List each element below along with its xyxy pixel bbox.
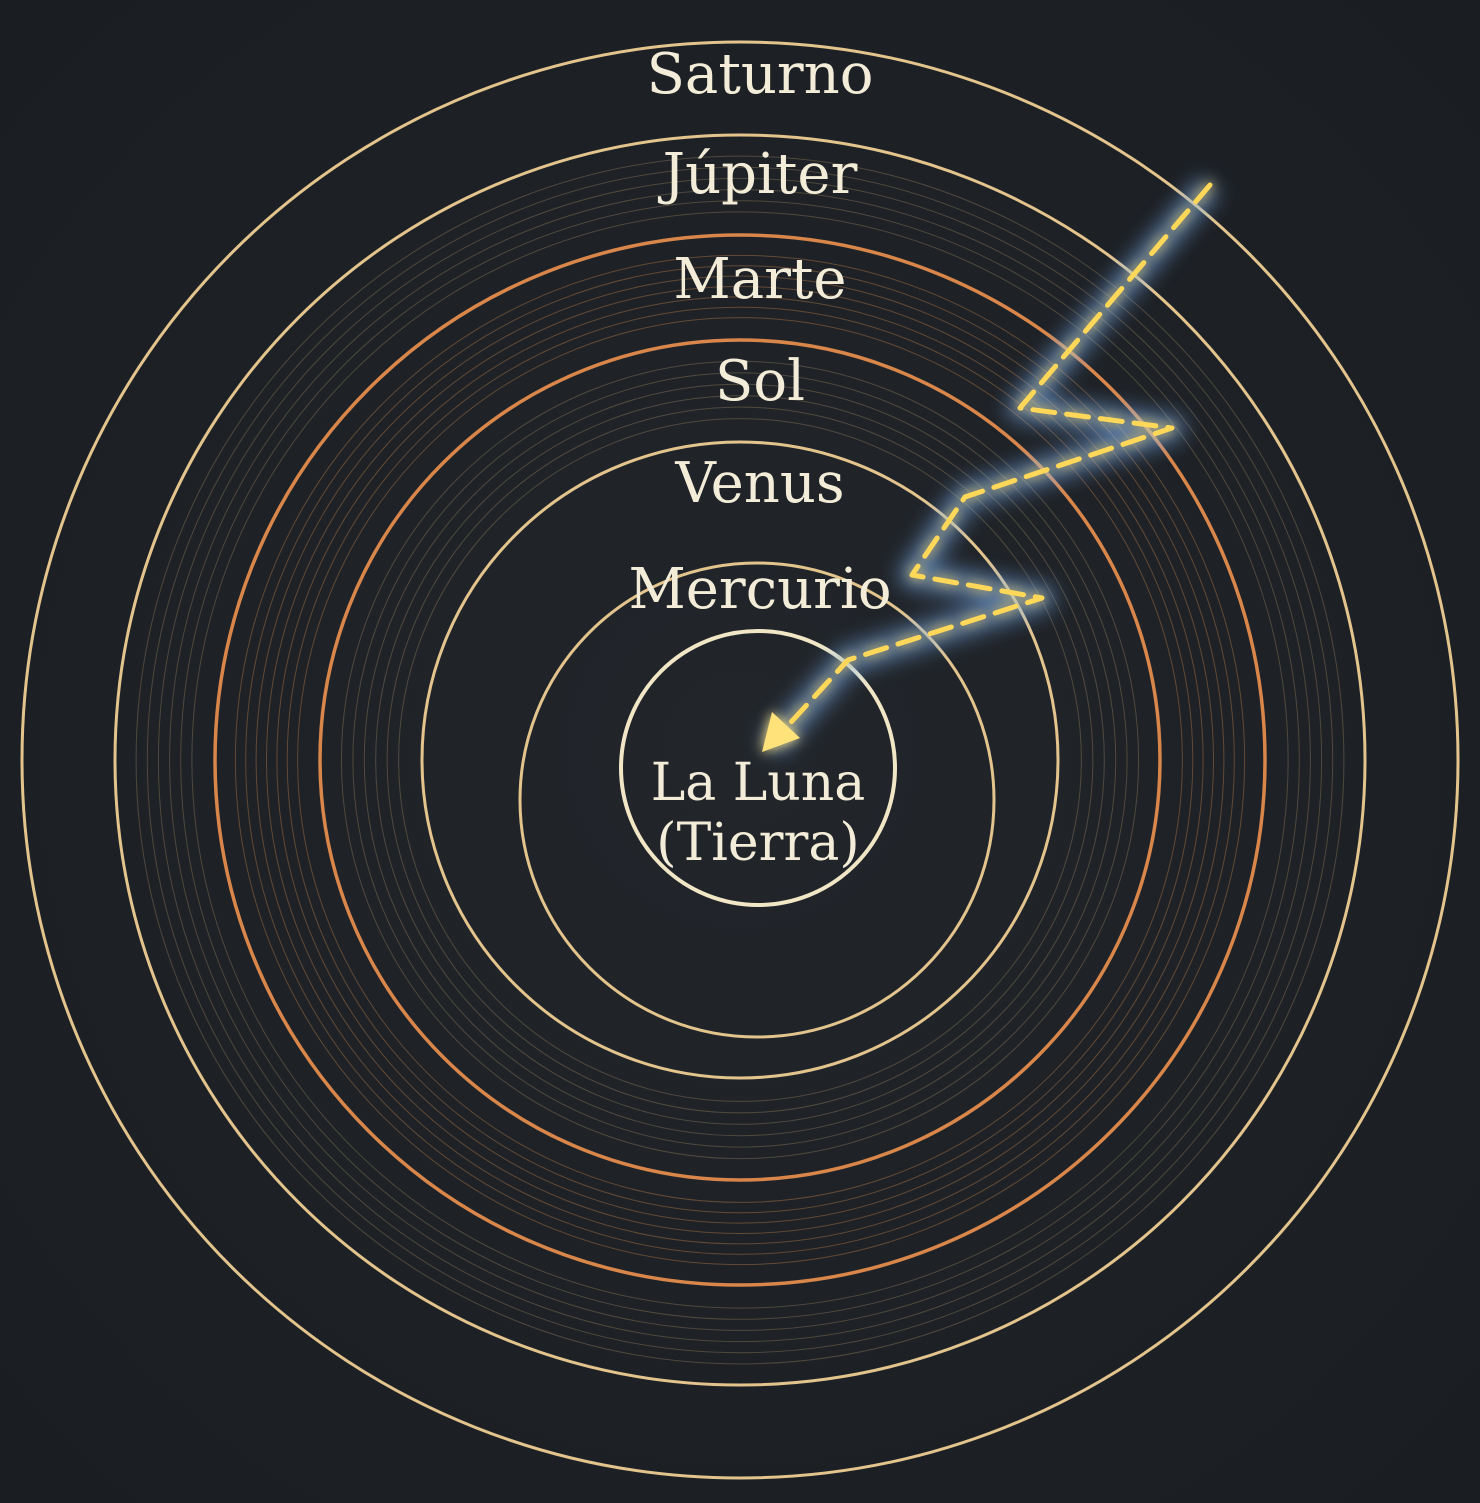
- sphere-rings: [20, 40, 1460, 1480]
- band-line: [276, 296, 1204, 1224]
- sphere-ring-sol: [318, 338, 1162, 1182]
- center-label-line2: (Tierra): [656, 813, 859, 873]
- arrowhead-icon: [762, 712, 800, 752]
- band-line: [286, 306, 1194, 1214]
- sphere-ring-marte: [213, 233, 1267, 1287]
- band-line: [375, 395, 1105, 1125]
- band-lines: [135, 155, 1345, 1365]
- band-line: [398, 418, 1082, 1102]
- label-venus: Venus: [674, 451, 844, 516]
- band-line: [180, 200, 1300, 1320]
- band-line: [135, 155, 1345, 1365]
- band-line: [363, 383, 1117, 1137]
- label-saturno: Saturno: [647, 42, 874, 107]
- center-label-line1: La Luna: [651, 753, 866, 813]
- label-mercurio: Mercurio: [628, 557, 891, 622]
- band-line: [297, 317, 1183, 1203]
- band-line: [352, 372, 1128, 1148]
- band-line: [386, 406, 1094, 1114]
- band-line: [266, 286, 1214, 1234]
- sphere-ring-venus: [420, 440, 1060, 1080]
- band-line: [234, 254, 1246, 1266]
- sphere-ring-mercurio: [518, 561, 996, 1039]
- label-sol: Sol: [715, 349, 805, 414]
- label-jupiter: Júpiter: [658, 142, 858, 207]
- band-line: [245, 265, 1235, 1255]
- light-path: [762, 182, 1213, 752]
- label-marte: Marte: [673, 247, 846, 312]
- sphere-ring-saturno: [20, 40, 1460, 1480]
- band-line: [191, 211, 1289, 1309]
- sphere-ring-jupiter: [113, 133, 1367, 1387]
- band-line: [340, 360, 1140, 1160]
- light-path-line: [779, 182, 1213, 735]
- center-ring-luna: [619, 629, 897, 907]
- band-line: [255, 275, 1225, 1245]
- band-line: [157, 177, 1323, 1343]
- band-line: [169, 189, 1311, 1331]
- band-line: [146, 166, 1334, 1354]
